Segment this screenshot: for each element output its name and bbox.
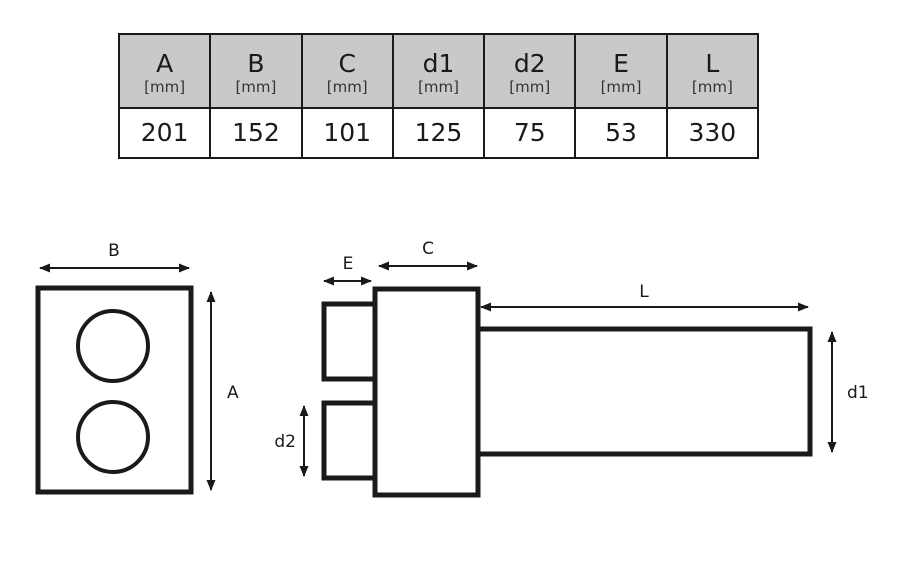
column-unit-e: [mm] bbox=[600, 78, 642, 96]
table-value-b: 152 bbox=[209, 107, 303, 159]
front-view-upper-port-circle bbox=[76, 309, 150, 383]
dimension-label-l: L bbox=[639, 282, 649, 302]
dimension-label-c: C bbox=[422, 239, 434, 259]
specification-table-container: A [mm] B [mm] C [mm] d1 [mm] bbox=[117, 33, 760, 159]
column-symbol-d1: d1 bbox=[422, 49, 455, 78]
front-view-plate-outline bbox=[35, 285, 194, 495]
side-view-upper-branch-outline bbox=[321, 301, 377, 382]
table-header-cell-l: L [mm] bbox=[665, 33, 760, 109]
table-header-cell-e: E [mm] bbox=[574, 33, 668, 109]
table-value-l: 330 bbox=[665, 107, 760, 159]
specification-table: A [mm] B [mm] C [mm] d1 [mm] bbox=[117, 33, 760, 159]
column-symbol-b: B bbox=[247, 49, 265, 78]
dimension-label-d2: d2 bbox=[274, 432, 296, 452]
table-header-row-group: A [mm] B [mm] C [mm] d1 [mm] bbox=[117, 33, 760, 109]
front-view-lower-port-circle bbox=[76, 400, 150, 474]
table-header-cell-b: B [mm] bbox=[209, 33, 303, 109]
column-symbol-l: L bbox=[705, 49, 720, 78]
dimension-label-a: A bbox=[227, 383, 239, 403]
column-unit-a: [mm] bbox=[144, 78, 186, 96]
column-symbol-c: C bbox=[338, 49, 356, 78]
column-unit-l: [mm] bbox=[691, 78, 733, 96]
table-value-c: 101 bbox=[300, 107, 394, 159]
table-value-d2: 75 bbox=[483, 107, 577, 159]
table-header-cell-a: A [mm] bbox=[117, 33, 212, 109]
column-unit-c: [mm] bbox=[326, 78, 368, 96]
column-unit-b: [mm] bbox=[235, 78, 277, 96]
table-row: 201 152 101 125 75 53 330 bbox=[117, 107, 760, 159]
side-view-group: E C L d1 d2 bbox=[274, 239, 869, 498]
side-view-body-outline bbox=[372, 286, 481, 498]
table-value-e: 53 bbox=[574, 107, 668, 159]
front-view-group: B A bbox=[35, 241, 239, 495]
column-symbol-e: E bbox=[613, 49, 629, 78]
column-unit-d2: [mm] bbox=[509, 78, 551, 96]
column-symbol-a: A bbox=[156, 49, 174, 78]
column-unit-d1: [mm] bbox=[418, 78, 459, 96]
table-header-row: A [mm] B [mm] C [mm] d1 [mm] bbox=[117, 33, 760, 109]
table-body: 201 152 101 125 75 53 330 bbox=[117, 107, 760, 159]
dimension-label-d1: d1 bbox=[847, 383, 869, 403]
table-header-cell-d2: d2 [mm] bbox=[483, 33, 577, 109]
side-view-duct-outline bbox=[477, 326, 813, 457]
table-value-a: 201 bbox=[117, 107, 212, 159]
column-symbol-d2: d2 bbox=[513, 49, 546, 78]
table-header-cell-d1: d1 [mm] bbox=[391, 33, 486, 109]
table-header-cell-c: C [mm] bbox=[300, 33, 394, 109]
dimension-label-b: B bbox=[108, 241, 120, 261]
table-value-d1: 125 bbox=[391, 107, 486, 159]
side-view-lower-branch-outline bbox=[321, 400, 377, 481]
dimension-label-e: E bbox=[343, 254, 354, 274]
